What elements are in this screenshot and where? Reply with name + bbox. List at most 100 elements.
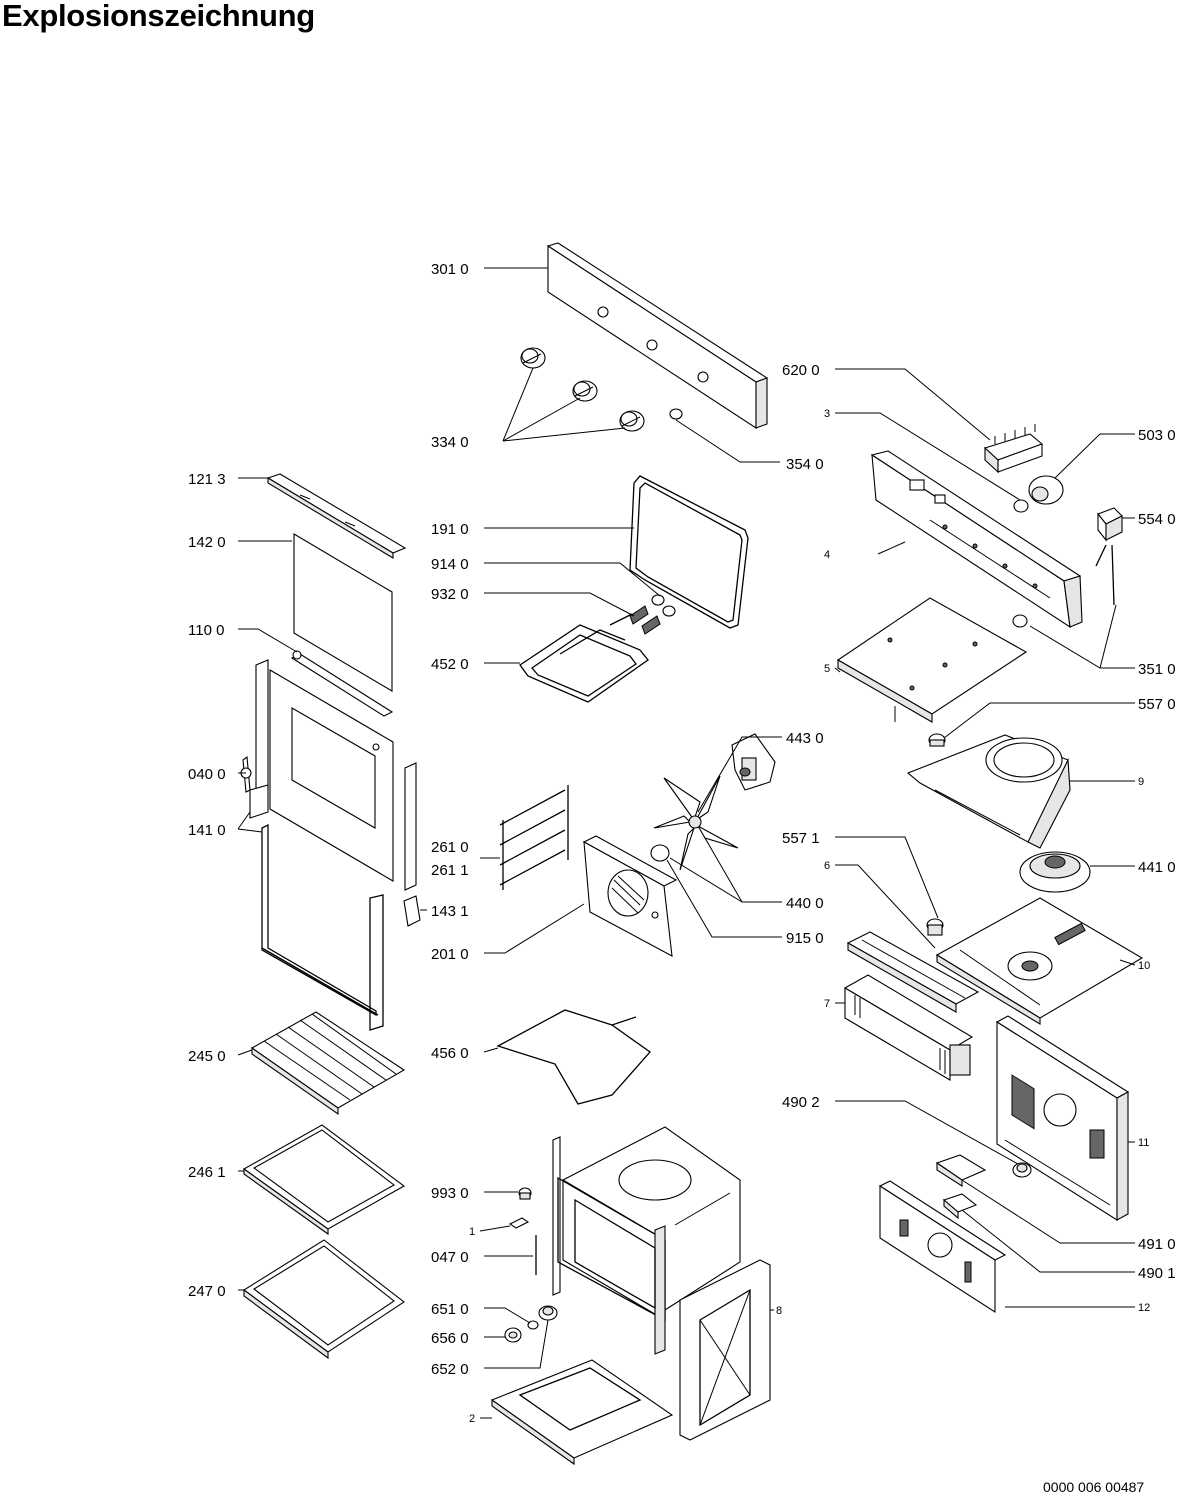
callout-2610: 261 0	[431, 839, 469, 856]
part-557-1	[926, 918, 944, 936]
leader-lines	[237, 267, 1136, 1419]
part-oven-cavity	[552, 1126, 741, 1355]
part-490-2	[1012, 1162, 1032, 1178]
callout-0400: 040 0	[188, 766, 226, 783]
part-timer	[1028, 475, 1064, 505]
callout-2461: 246 1	[188, 1164, 226, 1181]
callout-1213: 121 3	[188, 471, 226, 488]
callout-2470: 247 0	[188, 1283, 226, 1300]
part-top-plate	[935, 897, 1144, 1025]
part-door-sides	[249, 659, 417, 891]
part-fan-motor-assembly	[731, 733, 776, 791]
page-title: Explosionszeichnung	[2, 0, 315, 33]
part-side-racks	[499, 785, 569, 890]
callout-3: 3	[824, 408, 830, 420]
callout-6200: 620 0	[782, 362, 820, 379]
callout-4560: 456 0	[431, 1045, 469, 1062]
part-490-1	[942, 1193, 978, 1220]
part-door-handle-strip	[290, 650, 394, 717]
callout-2: 2	[469, 1413, 475, 1425]
part-side-panel	[679, 1259, 771, 1441]
callout-4: 4	[824, 549, 830, 561]
part-fan-blade	[653, 775, 739, 871]
part-door-seal-frame	[261, 823, 384, 1031]
callout-2450: 245 0	[188, 1048, 226, 1065]
callout-labels: 301 0 620 0 3 503 0 334 0 354 0 121 3 19…	[188, 261, 1176, 1425]
part-oven-gasket	[629, 475, 749, 629]
part-terminal-block	[935, 1154, 987, 1188]
callout-4910: 491 0	[1138, 1236, 1176, 1253]
part-small-bottom-components	[508, 1187, 537, 1275]
callout-3510: 351 0	[1138, 661, 1176, 678]
callout-10: 10	[1138, 960, 1150, 972]
callout-1100: 110 0	[188, 622, 224, 639]
part-rail	[846, 931, 980, 1013]
callout-4901: 490 1	[1138, 1265, 1176, 1282]
part-switch-block	[983, 424, 1044, 474]
part-door-panel	[269, 669, 394, 882]
callout-9930: 993 0	[431, 1185, 469, 1202]
part-lamp-components	[504, 1305, 558, 1343]
part-knobs	[520, 347, 645, 432]
callout-0470: 047 0	[431, 1249, 469, 1266]
callout-1420: 142 0	[188, 534, 226, 551]
part-bottom-plate	[490, 1359, 674, 1466]
callout-3340: 334 0	[431, 434, 469, 451]
callout-4520: 452 0	[431, 656, 469, 673]
callout-5571: 557 1	[782, 830, 820, 847]
callout-2010: 201 0	[431, 946, 469, 963]
callout-11: 11	[1138, 1137, 1149, 1149]
part-rear-fan-cover	[582, 835, 678, 957]
part-control-panel	[546, 242, 769, 430]
callout-6560: 656 0	[431, 1330, 469, 1347]
part-thermostat	[1095, 507, 1123, 567]
callout-4410: 441 0	[1138, 859, 1176, 876]
callout-1431: 143 1	[431, 903, 469, 920]
callout-2611: 261 1	[431, 862, 469, 879]
part-door-top-trim	[266, 473, 407, 559]
part-grill-element	[519, 613, 649, 703]
document-number: 0000 006 00487	[1043, 1479, 1145, 1495]
part-top-cover	[836, 597, 1028, 723]
part-fan-plate-upper	[906, 734, 1071, 849]
part-wire-rack	[250, 1011, 406, 1116]
part-bracket-7	[843, 974, 974, 1081]
part-lower-heating-element	[496, 1009, 651, 1105]
callout-6520: 652 0	[431, 1361, 469, 1378]
callout-5: 5	[824, 663, 830, 675]
callout-9: 9	[1138, 776, 1144, 788]
callout-12: 12	[1138, 1302, 1150, 1314]
callout-4430: 443 0	[786, 730, 824, 747]
part-fittings	[629, 594, 676, 635]
callout-4400: 440 0	[786, 895, 824, 912]
part-915-0	[650, 844, 670, 862]
part-sleeve	[1013, 499, 1029, 513]
callout-9140: 914 0	[431, 556, 469, 573]
callout-9150: 915 0	[786, 930, 824, 947]
callout-1: 1	[469, 1226, 475, 1238]
callout-6510: 651 0	[431, 1301, 469, 1318]
part-inner-glass	[293, 533, 393, 692]
callout-1910: 191 0	[431, 521, 469, 538]
part-indicator-light	[669, 408, 683, 420]
callout-4902: 490 2	[782, 1094, 820, 1111]
callout-5570: 557 0	[1138, 696, 1176, 713]
part-tray-shallow	[242, 1124, 406, 1236]
callout-5540: 554 0	[1138, 511, 1176, 528]
part-fan-motor	[1019, 851, 1091, 893]
part-tray-deep	[243, 1239, 405, 1360]
callout-7: 7	[824, 998, 830, 1010]
callout-9320: 932 0	[431, 586, 469, 603]
part-back-plate	[878, 1180, 1007, 1314]
callout-8: 8	[776, 1305, 782, 1317]
callout-5030: 503 0	[1138, 427, 1176, 444]
callout-3540: 354 0	[786, 456, 824, 473]
callout-1410: 141 0	[188, 822, 226, 839]
callout-3010: 301 0	[431, 261, 469, 278]
part-hinge	[240, 755, 252, 793]
part-143-1	[403, 895, 421, 927]
part-351	[1012, 544, 1115, 628]
callout-6: 6	[824, 860, 830, 872]
part-rear-wall	[995, 1015, 1130, 1221]
